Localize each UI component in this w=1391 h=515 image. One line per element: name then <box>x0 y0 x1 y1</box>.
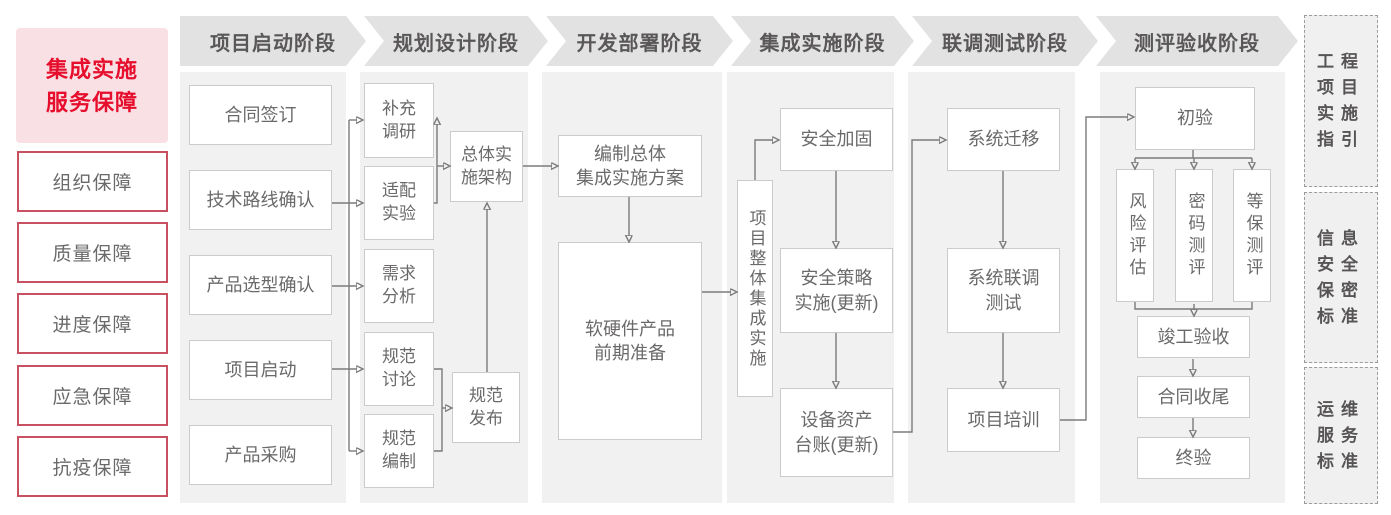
box-asset-ledger: 设备资产 台账(更新) <box>780 388 893 477</box>
box-initial-acceptance: 初验 <box>1135 87 1255 150</box>
box-contract-closure: 合同收尾 <box>1137 376 1250 418</box>
box-overall-project-integration: 项目整体集成实施 <box>737 180 773 397</box>
phase-header-eval-acceptance: 测评验收阶段 <box>1096 16 1298 66</box>
box-product-procurement: 产品采购 <box>189 425 332 485</box>
box-completion-acceptance: 竣工验收 <box>1137 316 1250 358</box>
box-tech-route-confirm: 技术路线确认 <box>189 170 332 230</box>
box-adaptation-test: 适配 实验 <box>364 166 434 240</box>
standard-ops-maintenance-service: 运维服务标准 <box>1304 367 1378 504</box>
phase-header-project-kickoff: 项目启动阶段 <box>180 16 366 66</box>
vertical-label: 等保测评 <box>1243 191 1263 280</box>
box-risk-assessment: 风险评估 <box>1116 169 1154 302</box>
guarantee-item-schedule: 进度保障 <box>17 293 168 354</box>
guarantee-item-emergency: 应急保障 <box>17 365 168 426</box>
guarantee-item-quality: 质量保障 <box>17 222 168 283</box>
box-spec-release: 规范 发布 <box>452 372 520 443</box>
vertical-label: 风险评估 <box>1126 191 1146 280</box>
box-product-selection-confirm: 产品选型确认 <box>189 255 332 315</box>
guarantee-item-epidemic: 抗疫保障 <box>17 436 168 497</box>
box-final-acceptance: 终验 <box>1137 437 1250 479</box>
box-joint-debug-test: 系统联调 测试 <box>947 248 1060 333</box>
box-hw-sw-preparation: 软硬件产品 前期准备 <box>558 242 702 440</box>
box-overall-integration-plan: 编制总体 集成实施方案 <box>558 135 702 197</box>
phase-header-planning-design: 规划设计阶段 <box>364 16 548 66</box>
guarantee-item-organization: 组织保障 <box>17 151 168 212</box>
box-project-training: 项目培训 <box>947 388 1060 452</box>
box-overall-impl-architecture: 总体实 施架构 <box>450 131 523 202</box>
box-requirement-analysis: 需求 分析 <box>364 249 434 323</box>
box-security-hardening: 安全加固 <box>780 108 893 171</box>
vertical-label: 项目整体集成实施 <box>746 208 766 369</box>
box-spec-drafting: 规范 编制 <box>364 414 434 488</box>
phase-header-integration: 集成实施阶段 <box>731 16 914 66</box>
standard-project-implementation-guide: 工程项目实施指引 <box>1304 15 1378 187</box>
phase-header-dev-deployment: 开发部署阶段 <box>546 16 733 66</box>
box-supplementary-research: 补充 调研 <box>364 83 434 158</box>
title-line-1: 集成实施 <box>45 56 138 82</box>
vertical-label: 密码测评 <box>1185 191 1205 280</box>
title-line-2: 服务保障 <box>45 89 138 115</box>
phase-header-joint-testing: 联调测试阶段 <box>912 16 1098 66</box>
box-security-policy-impl: 安全策略 实施(更新) <box>780 248 893 333</box>
service-guarantee-title: 集成实施 服务保障 <box>16 28 168 143</box>
standard-information-security: 信息安全保密标准 <box>1304 192 1378 363</box>
box-contract-signing: 合同签订 <box>189 85 332 145</box>
box-crypto-evaluation: 密码测评 <box>1175 169 1213 302</box>
box-system-migration: 系统迁移 <box>947 108 1060 171</box>
box-spec-discussion: 规范 讨论 <box>364 332 434 406</box>
box-project-kickoff: 项目启动 <box>189 340 332 400</box>
box-classified-protection-eval: 等保测评 <box>1233 169 1271 302</box>
